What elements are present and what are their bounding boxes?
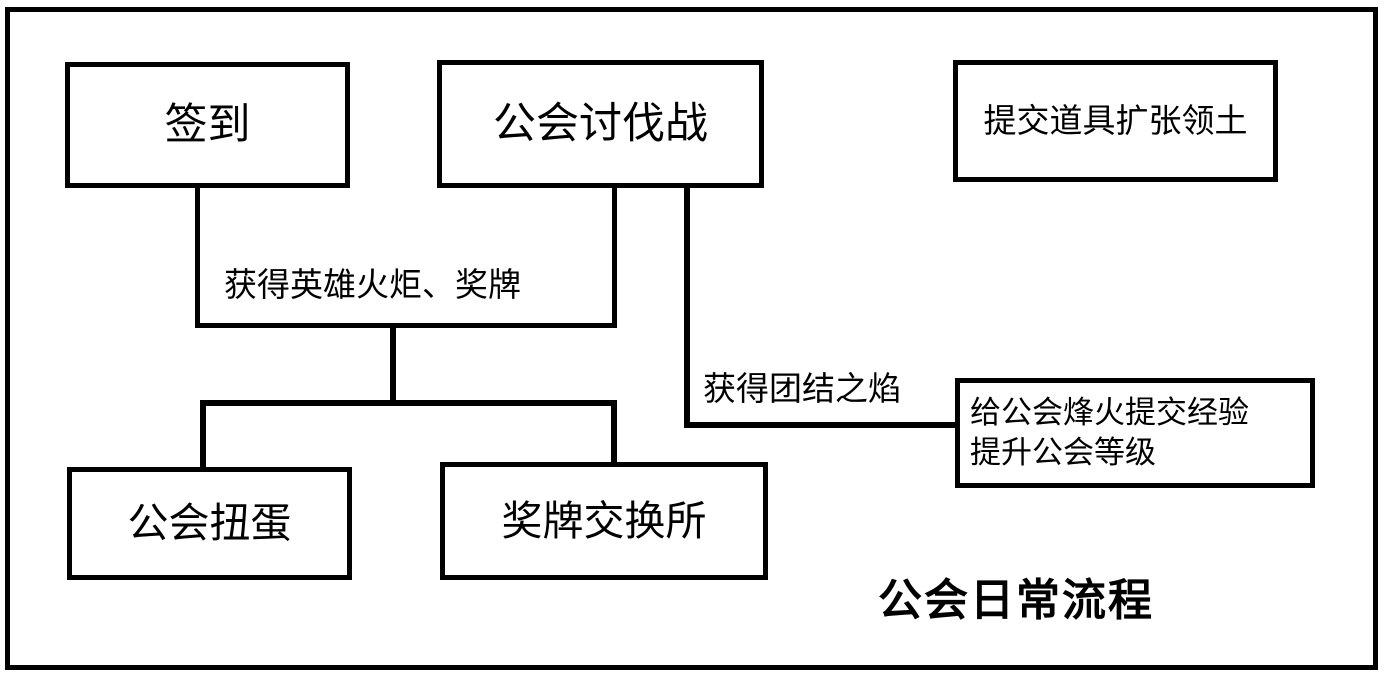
- connector-split-down-left: [200, 400, 206, 472]
- connector-split-down-right: [611, 400, 617, 468]
- edge-label-torch-medal-frame: 获得英雄火炬、奖牌: [195, 252, 617, 328]
- edge-label-unity-flame: 获得团结之焰: [700, 362, 904, 410]
- diagram-caption: 公会日常流程: [878, 575, 1154, 626]
- node-guild-gacha-label: 公会扭蛋: [127, 499, 292, 548]
- node-guild-raid[interactable]: 公会讨伐战: [437, 60, 764, 188]
- node-guild-raid-label: 公会讨伐战: [493, 98, 708, 149]
- diagram-frame: [5, 7, 1378, 670]
- node-checkin[interactable]: 签到: [65, 62, 350, 188]
- node-expand-territory-label: 提交道具扩张领土: [983, 100, 1248, 140]
- connector-raid-down-right: [684, 188, 690, 428]
- node-checkin-label: 签到: [164, 99, 251, 150]
- node-guild-experience-label: 给公会烽火提交经验 提升公会等级: [970, 394, 1249, 471]
- connector-raid-to-exp: [684, 422, 959, 428]
- connector-merge-down: [390, 323, 396, 405]
- connector-raid-down-left: [612, 188, 617, 328]
- connector-checkin-down: [195, 188, 200, 328]
- node-medal-exchange-label: 奖牌交换所: [501, 496, 707, 545]
- node-guild-experience[interactable]: 给公会烽火提交经验 提升公会等级: [955, 378, 1315, 488]
- connector-split-bar: [200, 400, 617, 406]
- node-expand-territory[interactable]: 提交道具扩张领土: [953, 60, 1278, 182]
- node-medal-exchange[interactable]: 奖牌交换所: [440, 462, 768, 580]
- node-guild-gacha[interactable]: 公会扭蛋: [67, 467, 352, 580]
- edge-label-torch-medal-text: 获得英雄火炬、奖牌: [222, 258, 523, 306]
